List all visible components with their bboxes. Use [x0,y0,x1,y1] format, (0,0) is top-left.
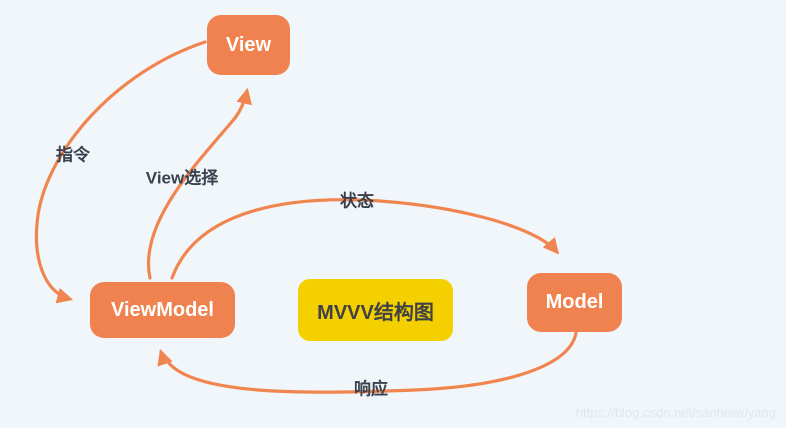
edge-label-command: 指令 [56,145,90,165]
edge-viewmodel-to-view-arrow [146,87,253,280]
edge-label-response: 响应 [354,379,388,399]
node-model-label: Model [545,291,604,313]
edge-viewmodel-to-model-arrow [170,198,560,280]
node-view-label: View [225,33,272,56]
edge-view-to-viewmodel-arrow [34,40,207,304]
diagram-title-label: MVVV结构图 [317,301,434,324]
diagram-title-box: MVVV结构图 [298,279,453,341]
node-model: Model [527,273,622,332]
edge-label-view-select: View选择 [145,168,219,188]
node-viewmodel-label: ViewModel [111,298,214,321]
edge-label-state: 状态 [340,191,374,211]
node-view: View [207,15,290,75]
edge-model-to-viewmodel-arrow [157,331,578,394]
watermark: https://blog.csdn.net/sanhewuyang [575,405,776,420]
node-viewmodel: ViewModel [90,282,235,338]
